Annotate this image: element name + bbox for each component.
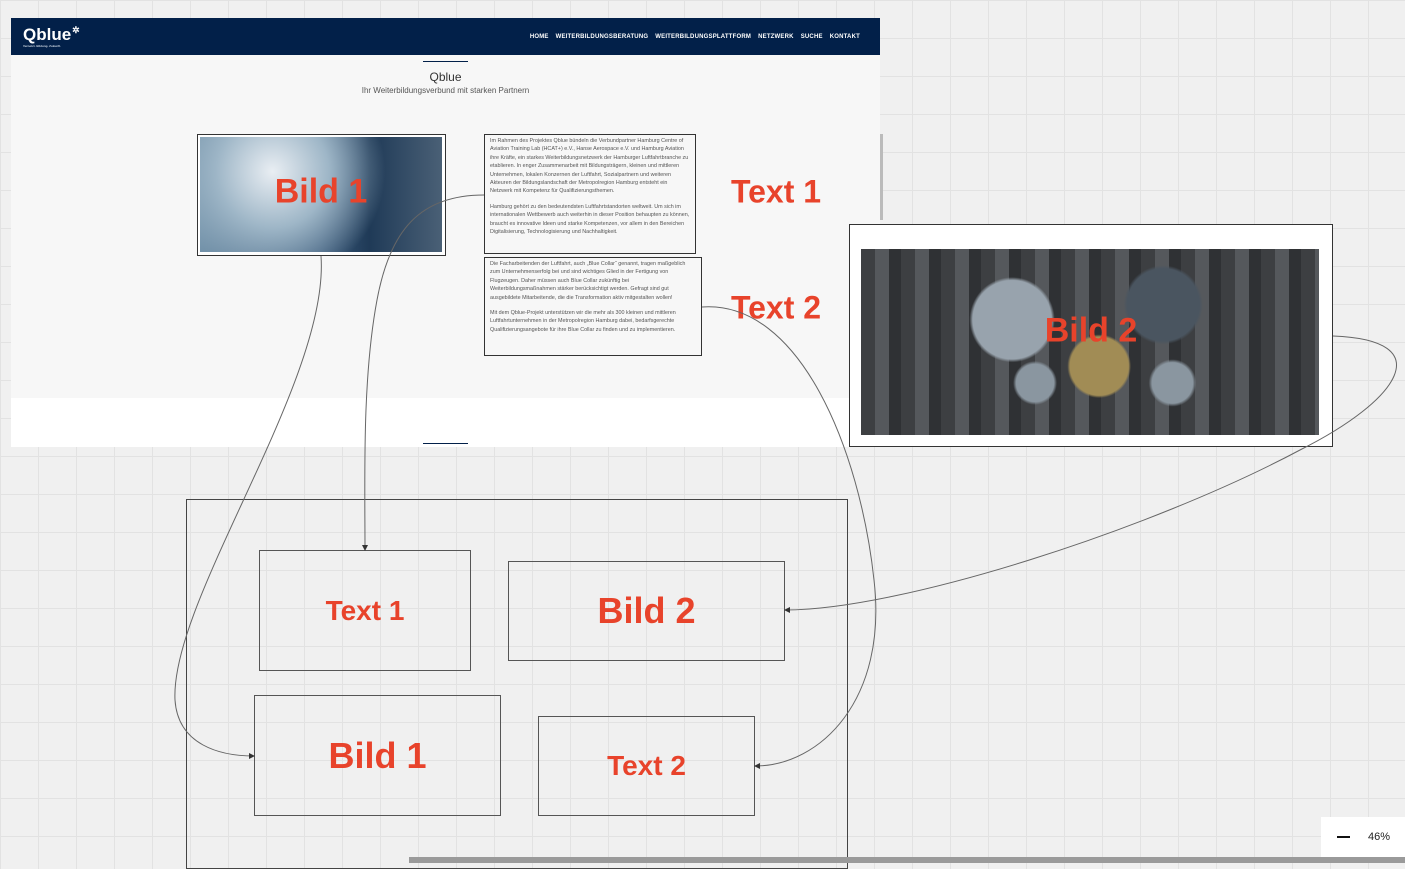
scrollbar[interactable] <box>880 134 883 220</box>
nav-suche[interactable]: SUCHE <box>800 33 823 40</box>
nav-weiterbildungsplattform[interactable]: WEITERBILDUNGSPLATTFORM <box>655 33 752 40</box>
layout-box-text1[interactable]: Text 1 <box>259 550 471 671</box>
nav-home[interactable]: HOME <box>529 33 549 40</box>
text2-block[interactable]: Die Facharbeitenden der Luftfahrt, auch … <box>484 257 702 356</box>
layout-box-bild2[interactable]: Bild 2 <box>508 561 785 661</box>
paragraph: Im Rahmen des Projektes Qblue bündeln di… <box>490 138 689 195</box>
text1-block[interactable]: Im Rahmen des Projektes Qblue bündeln di… <box>484 134 696 254</box>
website-footer-area <box>11 398 880 447</box>
page-subtitle: Ihr Weiterbildungsverbund mit starken Pa… <box>361 86 530 95</box>
paragraph: Hamburg gehört zu den bedeutendsten Luft… <box>490 203 690 236</box>
gear-icon: ✲ <box>72 24 80 35</box>
nav-kontakt[interactable]: KONTAKT <box>829 33 860 40</box>
zoom-control: 46% <box>1321 817 1405 857</box>
logo-tagline: Vernetzt. Bildung. Zukunft. <box>23 43 61 48</box>
nav-netzwerk[interactable]: NETZWERK <box>758 33 794 40</box>
paragraph: Die Facharbeitenden der Luftfahrt, auch … <box>490 261 686 301</box>
overlay-label-text1: Text 1 <box>730 173 822 210</box>
layout-box-bild1[interactable]: Bild 1 <box>254 695 501 816</box>
logo-text: Qblue <box>23 24 72 44</box>
divider <box>423 61 468 62</box>
divider <box>423 443 468 444</box>
overlay-label-text2: Text 2 <box>730 289 822 326</box>
nav-weiterbildungsberatung[interactable]: WEITERBILDUNGSBERATUNG <box>555 33 649 40</box>
overlay-label-bild2: Bild 2 <box>1044 311 1138 350</box>
overlay-label-bild1: Bild 1 <box>274 172 368 211</box>
main-nav: HOME WEITERBILDUNGSBERATUNG WEITERBILDUN… <box>530 34 860 40</box>
zoom-level[interactable]: 46% <box>1368 831 1391 843</box>
horizontal-scrollbar[interactable] <box>409 857 1405 863</box>
paragraph: Mit dem Qblue-Projekt unterstützen wir d… <box>490 310 676 333</box>
zoom-out-icon[interactable] <box>1337 836 1350 838</box>
page-title: Qblue <box>429 70 462 84</box>
layout-box-text2[interactable]: Text 2 <box>538 716 755 816</box>
